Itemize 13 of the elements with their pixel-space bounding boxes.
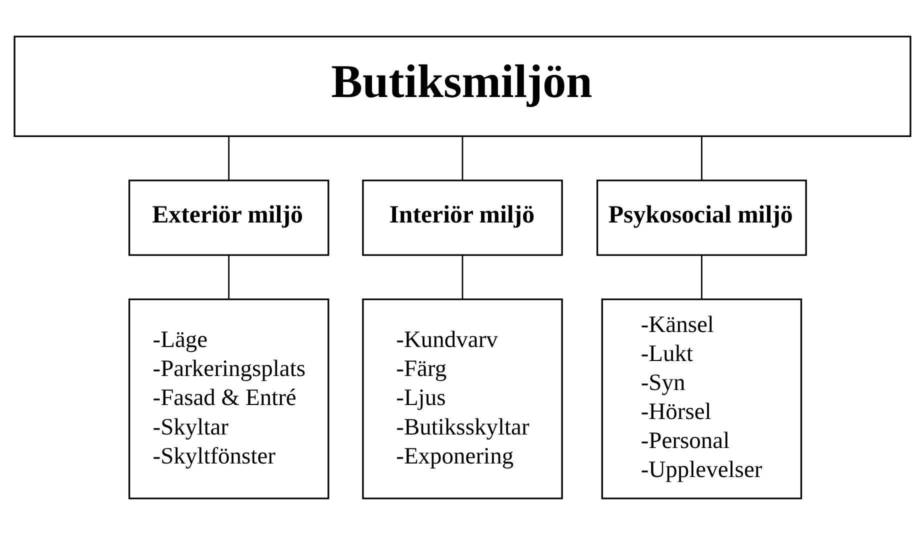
node-box: Psykosocial miljö <box>596 179 806 256</box>
connector <box>228 254 230 298</box>
connector <box>461 136 463 180</box>
connector <box>461 254 463 298</box>
node-box: -Kundvarv -Färg -Ljus -Butiksskyltar -Exponering <box>362 298 562 499</box>
node-box: -Läge -Parkeringsplats -Fasad & Entré -Skyltar -Skyltfönster <box>128 298 329 499</box>
connector <box>700 136 702 180</box>
connector <box>228 136 230 180</box>
node-box: -Känsel -Lukt -Syn -Hörsel -Personal -Upplevelser <box>600 298 802 499</box>
node-box: Butiksmiljön <box>13 35 911 136</box>
node-box: Interiör miljö <box>362 179 562 256</box>
connector <box>700 254 702 298</box>
node-box: Exteriör miljö <box>128 179 329 256</box>
